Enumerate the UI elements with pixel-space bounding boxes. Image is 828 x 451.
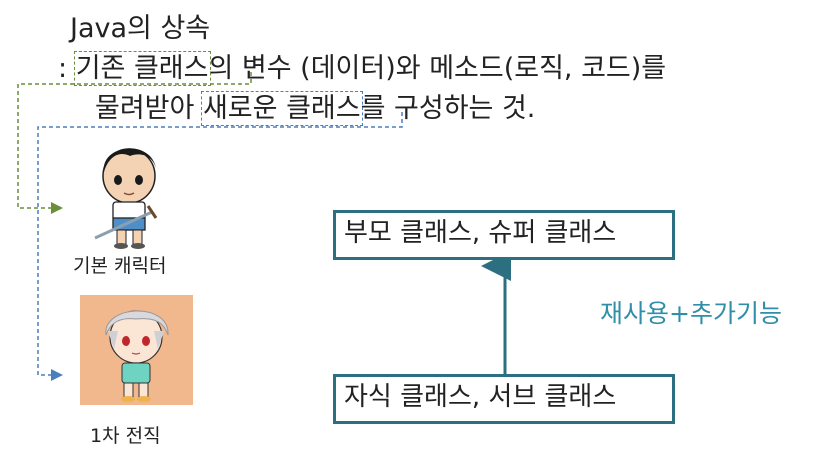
relation-label: 재사용+추가기능 [600, 299, 782, 328]
child-class-box: 자식 클래스, 서브 클래스 [333, 374, 675, 424]
definition-line-2: 물려받아 새로운 클래스를 구성하는 것. [95, 91, 536, 126]
job-character-caption: 1차 전직 [90, 425, 161, 447]
definition-prefix: : [58, 53, 68, 84]
slide-title: Java의 상속 [70, 13, 211, 44]
parent-class-box: 부모 클래스, 슈퍼 클래스 [333, 210, 675, 260]
definition-line1-rest: 의 변수 (데이터)와 메소드(로직, 코드)를 [208, 53, 667, 84]
job-character-image [80, 295, 193, 405]
new-class-highlight: 새로운 클래스 [200, 91, 363, 126]
existing-class-highlight: 기존 클래스 [73, 51, 211, 86]
basic-character-caption: 기본 캐릭터 [73, 255, 167, 277]
definition-line2-start: 물려받아 [95, 93, 195, 124]
parent-class-label: 부모 클래스, 슈퍼 클래스 [344, 218, 617, 248]
definition-line-1: : 기존 클래스의 변수 (데이터)와 메소드(로직, 코드)를 [58, 51, 667, 86]
definition-line2-rest: 를 구성하는 것. [360, 93, 536, 124]
new-class-connector [37, 112, 403, 381]
child-class-label: 자식 클래스, 서브 클래스 [344, 382, 617, 412]
job-character-drawing [105, 310, 169, 402]
basic-character-image [94, 148, 158, 249]
existing-class-connector [17, 72, 252, 214]
